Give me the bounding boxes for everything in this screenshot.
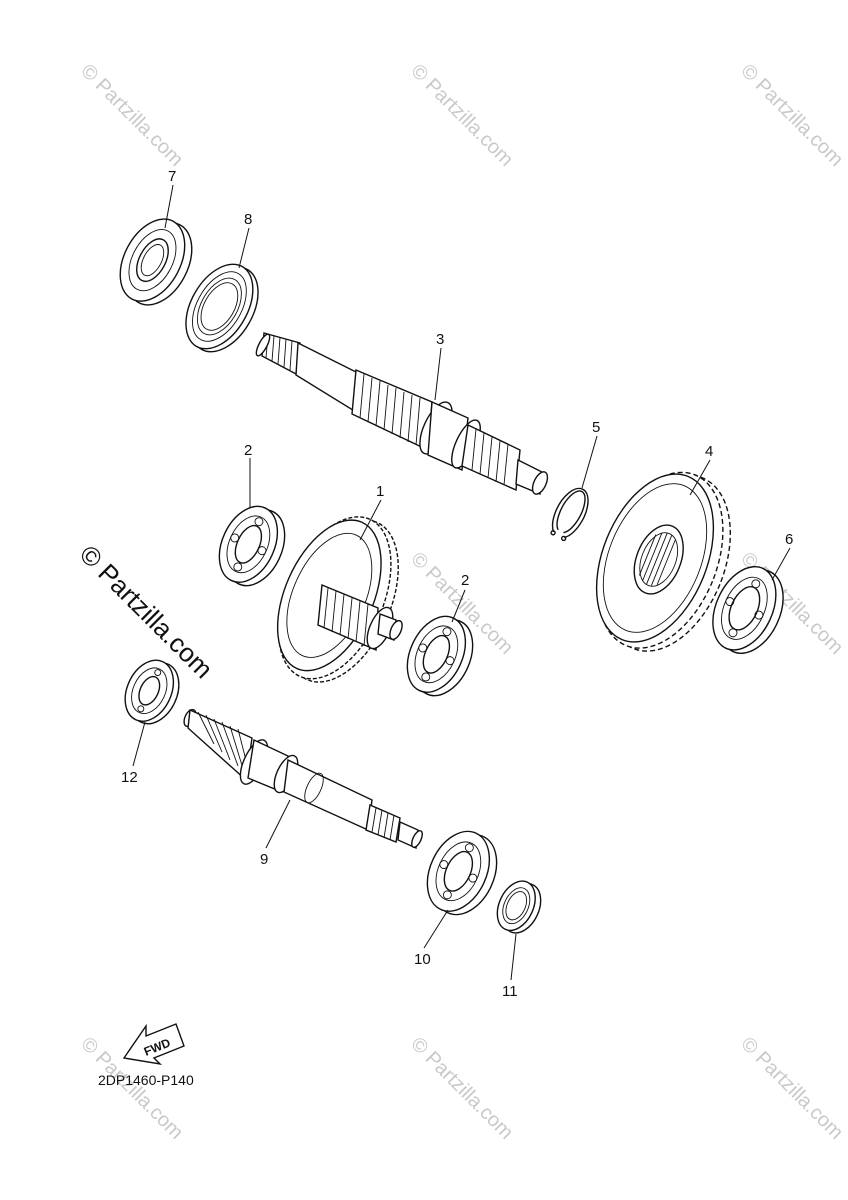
watermark-bottom-right: © Partzilla.com: [736, 1033, 847, 1144]
leader-lines: [132, 184, 791, 981]
part-3-main-axle[interactable]: [254, 332, 551, 497]
callout-4: 4: [705, 443, 713, 460]
part-5-circlip[interactable]: [545, 483, 595, 544]
callout-10: 10: [414, 951, 431, 968]
callout-8: 8: [244, 211, 252, 228]
callout-11: 11: [502, 983, 518, 1000]
callout-1: 1: [376, 483, 384, 500]
part-9-drive-axle[interactable]: [182, 708, 425, 850]
callout-3: 3: [436, 331, 444, 348]
callout-7: 7: [168, 168, 176, 185]
part-6-bearing[interactable]: [700, 557, 795, 664]
part-4-gear[interactable]: [572, 453, 754, 669]
callout-2-lower: 2: [461, 572, 469, 589]
watermark-top-right: © Partzilla.com: [736, 60, 847, 171]
callout-2-upper: 2: [244, 442, 252, 459]
part-10-bearing[interactable]: [415, 821, 509, 924]
forward-arrow-icon: FWD: [122, 1023, 185, 1066]
part-1-gear-assembly[interactable]: [254, 499, 421, 699]
part-2-bearing-right[interactable]: [396, 607, 484, 705]
part-11-oil-seal[interactable]: [490, 875, 548, 939]
part-2-bearing-left[interactable]: [208, 497, 296, 595]
watermark-top-left: © Partzilla.com: [76, 60, 187, 171]
callout-9: 9: [260, 851, 268, 868]
part-7-bearing[interactable]: [107, 208, 205, 316]
watermark-top-center: © Partzilla.com: [406, 60, 517, 171]
part-12-bearing[interactable]: [116, 652, 188, 731]
callout-5: 5: [592, 419, 600, 436]
callout-12: 12: [121, 769, 138, 786]
callout-numbers: 7 8 3 5 4 6 2 1 2 12 9 10 11: [121, 168, 793, 1000]
part-8-oil-seal[interactable]: [172, 253, 272, 364]
callout-6: 6: [785, 531, 793, 548]
watermark-bottom-center: © Partzilla.com: [406, 1033, 517, 1144]
diagram-code: 2DP1460-P140: [98, 1072, 194, 1088]
